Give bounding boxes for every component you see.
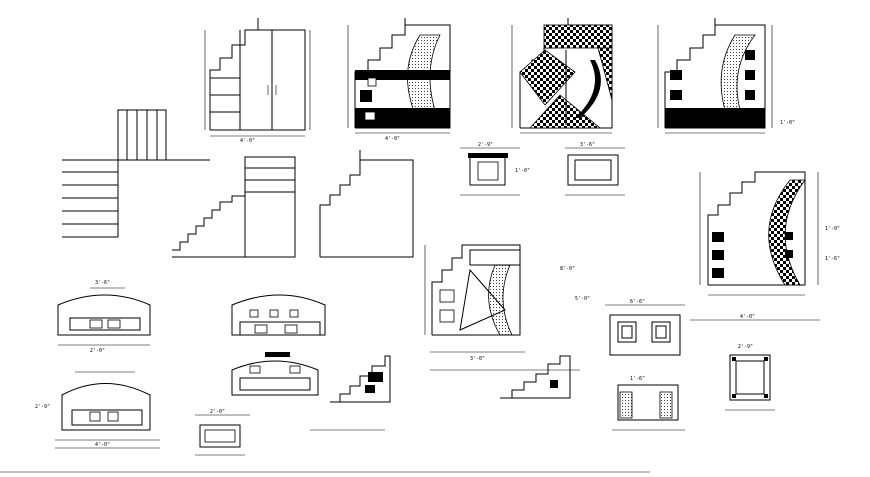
dim-label: 1'-6"	[630, 376, 645, 382]
wardrobe-elevation-1: 4'-0"	[204, 18, 311, 144]
dim-label: 3'-6"	[580, 142, 595, 148]
detail-frame-plan: 2'-9"	[725, 344, 775, 411]
dim-label: 2'-9"	[478, 142, 493, 148]
stair-section	[172, 156, 296, 258]
cabinet-elevation-2	[231, 294, 326, 336]
cabinet-elevation-3	[231, 352, 319, 396]
dim-label: 5'-0"	[575, 296, 590, 302]
dim-label: 2'-0"	[90, 348, 105, 354]
wardrobe-elevation-4: 1'-0"	[657, 18, 795, 134]
detail-top-view-2: 3'-6"	[565, 142, 625, 196]
detail-base-small: 2'-0"	[195, 409, 250, 456]
detail-box-plan: 6'-6"	[605, 299, 685, 356]
dim-label: 2'-9"	[738, 344, 753, 350]
wardrobe-elevation-5: 4'-0" 1'-0" 1'-6"	[690, 171, 840, 321]
cabinet-elevation-1: 3'-6" 2'-0"	[57, 280, 151, 354]
dim-label: 4'-0"	[740, 314, 755, 320]
dim-label: 4'-0"	[95, 442, 110, 448]
dim-label: 6'-6"	[630, 299, 645, 305]
wardrobe-elevation-6: 3'-0" 8'-0" 5'-0"	[424, 244, 590, 371]
detail-top-view-1: 2'-9" 1'-0"	[460, 142, 530, 196]
wardrobe-elevation-2: 4'-0"	[347, 18, 451, 142]
detail-section-bottom: 1'-6"	[612, 376, 685, 431]
stair-profile	[319, 150, 414, 258]
dim-label: 1'-0"	[780, 120, 795, 126]
dim-label: 2'-0"	[210, 409, 225, 415]
stair-profile-small-2	[500, 355, 571, 399]
dim-label: 2'-9"	[35, 404, 50, 410]
stair-plan	[62, 109, 210, 238]
dim-label: 1'-0"	[515, 168, 530, 174]
dim-label: 1'-6"	[825, 256, 840, 262]
dim-label: 4'-0"	[385, 136, 400, 142]
dim-label: 4'-0"	[240, 138, 255, 144]
dim-label: 3'-6"	[95, 280, 110, 286]
cabinet-elevation-4: 4'-0" 2'-9"	[35, 371, 160, 449]
dim-label: 3'-0"	[470, 356, 485, 362]
dim-label: 1'-0"	[825, 226, 840, 232]
stair-profile-small-1	[310, 355, 391, 431]
dim-label: 8'-0"	[560, 266, 575, 272]
wardrobe-elevation-3	[511, 18, 613, 134]
